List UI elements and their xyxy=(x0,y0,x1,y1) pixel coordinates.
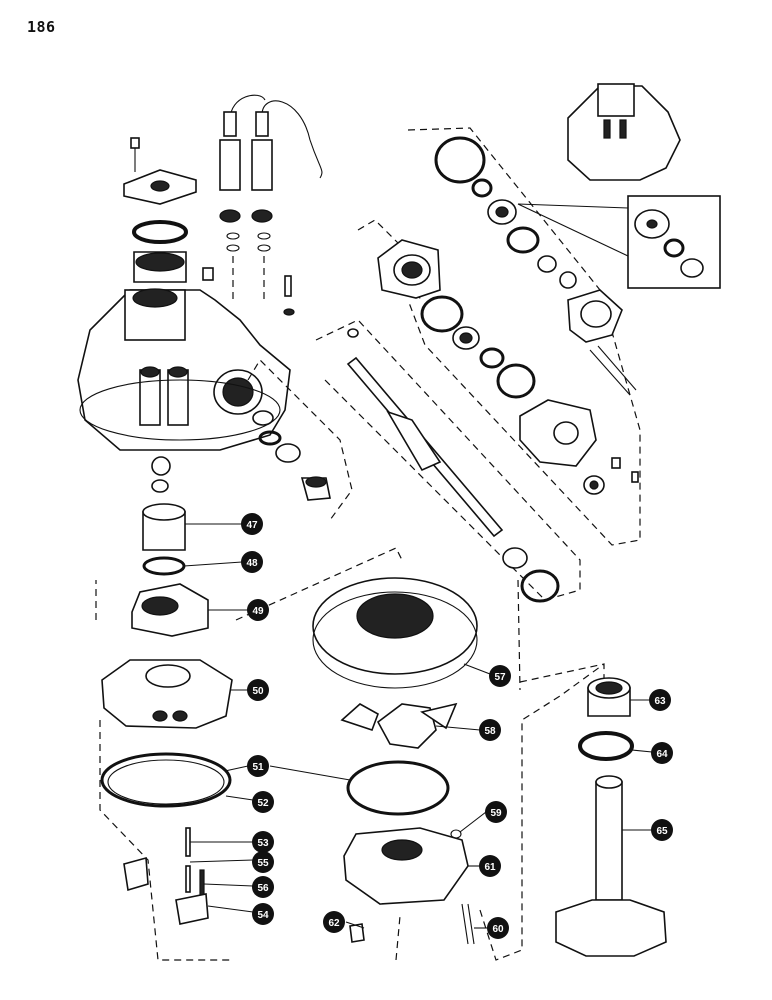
callout-59: 59 xyxy=(485,801,507,823)
leader-lines xyxy=(183,523,653,929)
callout-64: 64 xyxy=(651,742,673,764)
callout-47: 47 xyxy=(241,513,263,535)
callouts: 47 48 49 50 51 52 53 55 56 54 57 58 59 6… xyxy=(241,513,673,939)
svg-text:65: 65 xyxy=(656,826,668,837)
svg-text:61: 61 xyxy=(484,862,496,873)
callout-62: 62 xyxy=(323,911,345,933)
callout-56: 56 xyxy=(252,876,274,898)
svg-text:51: 51 xyxy=(252,762,264,773)
page-number: 186 xyxy=(27,18,56,36)
svg-text:52: 52 xyxy=(257,798,269,809)
callout-53: 53 xyxy=(252,831,274,853)
middle-lower-parts xyxy=(235,547,605,961)
callout-61: 61 xyxy=(479,855,501,877)
svg-text:62: 62 xyxy=(328,918,340,929)
svg-text:47: 47 xyxy=(246,520,258,531)
svg-text:50: 50 xyxy=(252,686,264,697)
right-lower-parts xyxy=(519,663,667,957)
svg-text:56: 56 xyxy=(257,883,269,894)
svg-text:53: 53 xyxy=(257,838,269,849)
callout-52: 52 xyxy=(252,791,274,813)
callout-48: 48 xyxy=(241,551,263,573)
svg-text:60: 60 xyxy=(492,924,504,935)
svg-text:54: 54 xyxy=(257,910,269,921)
callout-63: 63 xyxy=(649,689,671,711)
callout-50: 50 xyxy=(247,679,269,701)
svg-text:63: 63 xyxy=(654,696,666,707)
left-lower-parts xyxy=(95,503,233,961)
callout-58: 58 xyxy=(479,719,501,741)
callout-54: 54 xyxy=(252,903,274,925)
callout-65: 65 xyxy=(651,819,673,841)
svg-text:57: 57 xyxy=(494,672,506,683)
svg-text:58: 58 xyxy=(484,726,496,737)
svg-text:59: 59 xyxy=(490,808,502,819)
callout-57: 57 xyxy=(489,665,511,687)
callout-55: 55 xyxy=(252,851,274,873)
svg-text:49: 49 xyxy=(252,606,264,617)
upper-shaft-assembly xyxy=(315,83,721,603)
callout-51: 51 xyxy=(247,755,269,777)
svg-text:55: 55 xyxy=(257,858,269,869)
svg-text:64: 64 xyxy=(656,749,668,760)
callout-49: 49 xyxy=(247,599,269,621)
svg-text:48: 48 xyxy=(246,558,258,569)
upper-housing-assembly xyxy=(77,94,353,521)
callout-60: 60 xyxy=(487,917,509,939)
